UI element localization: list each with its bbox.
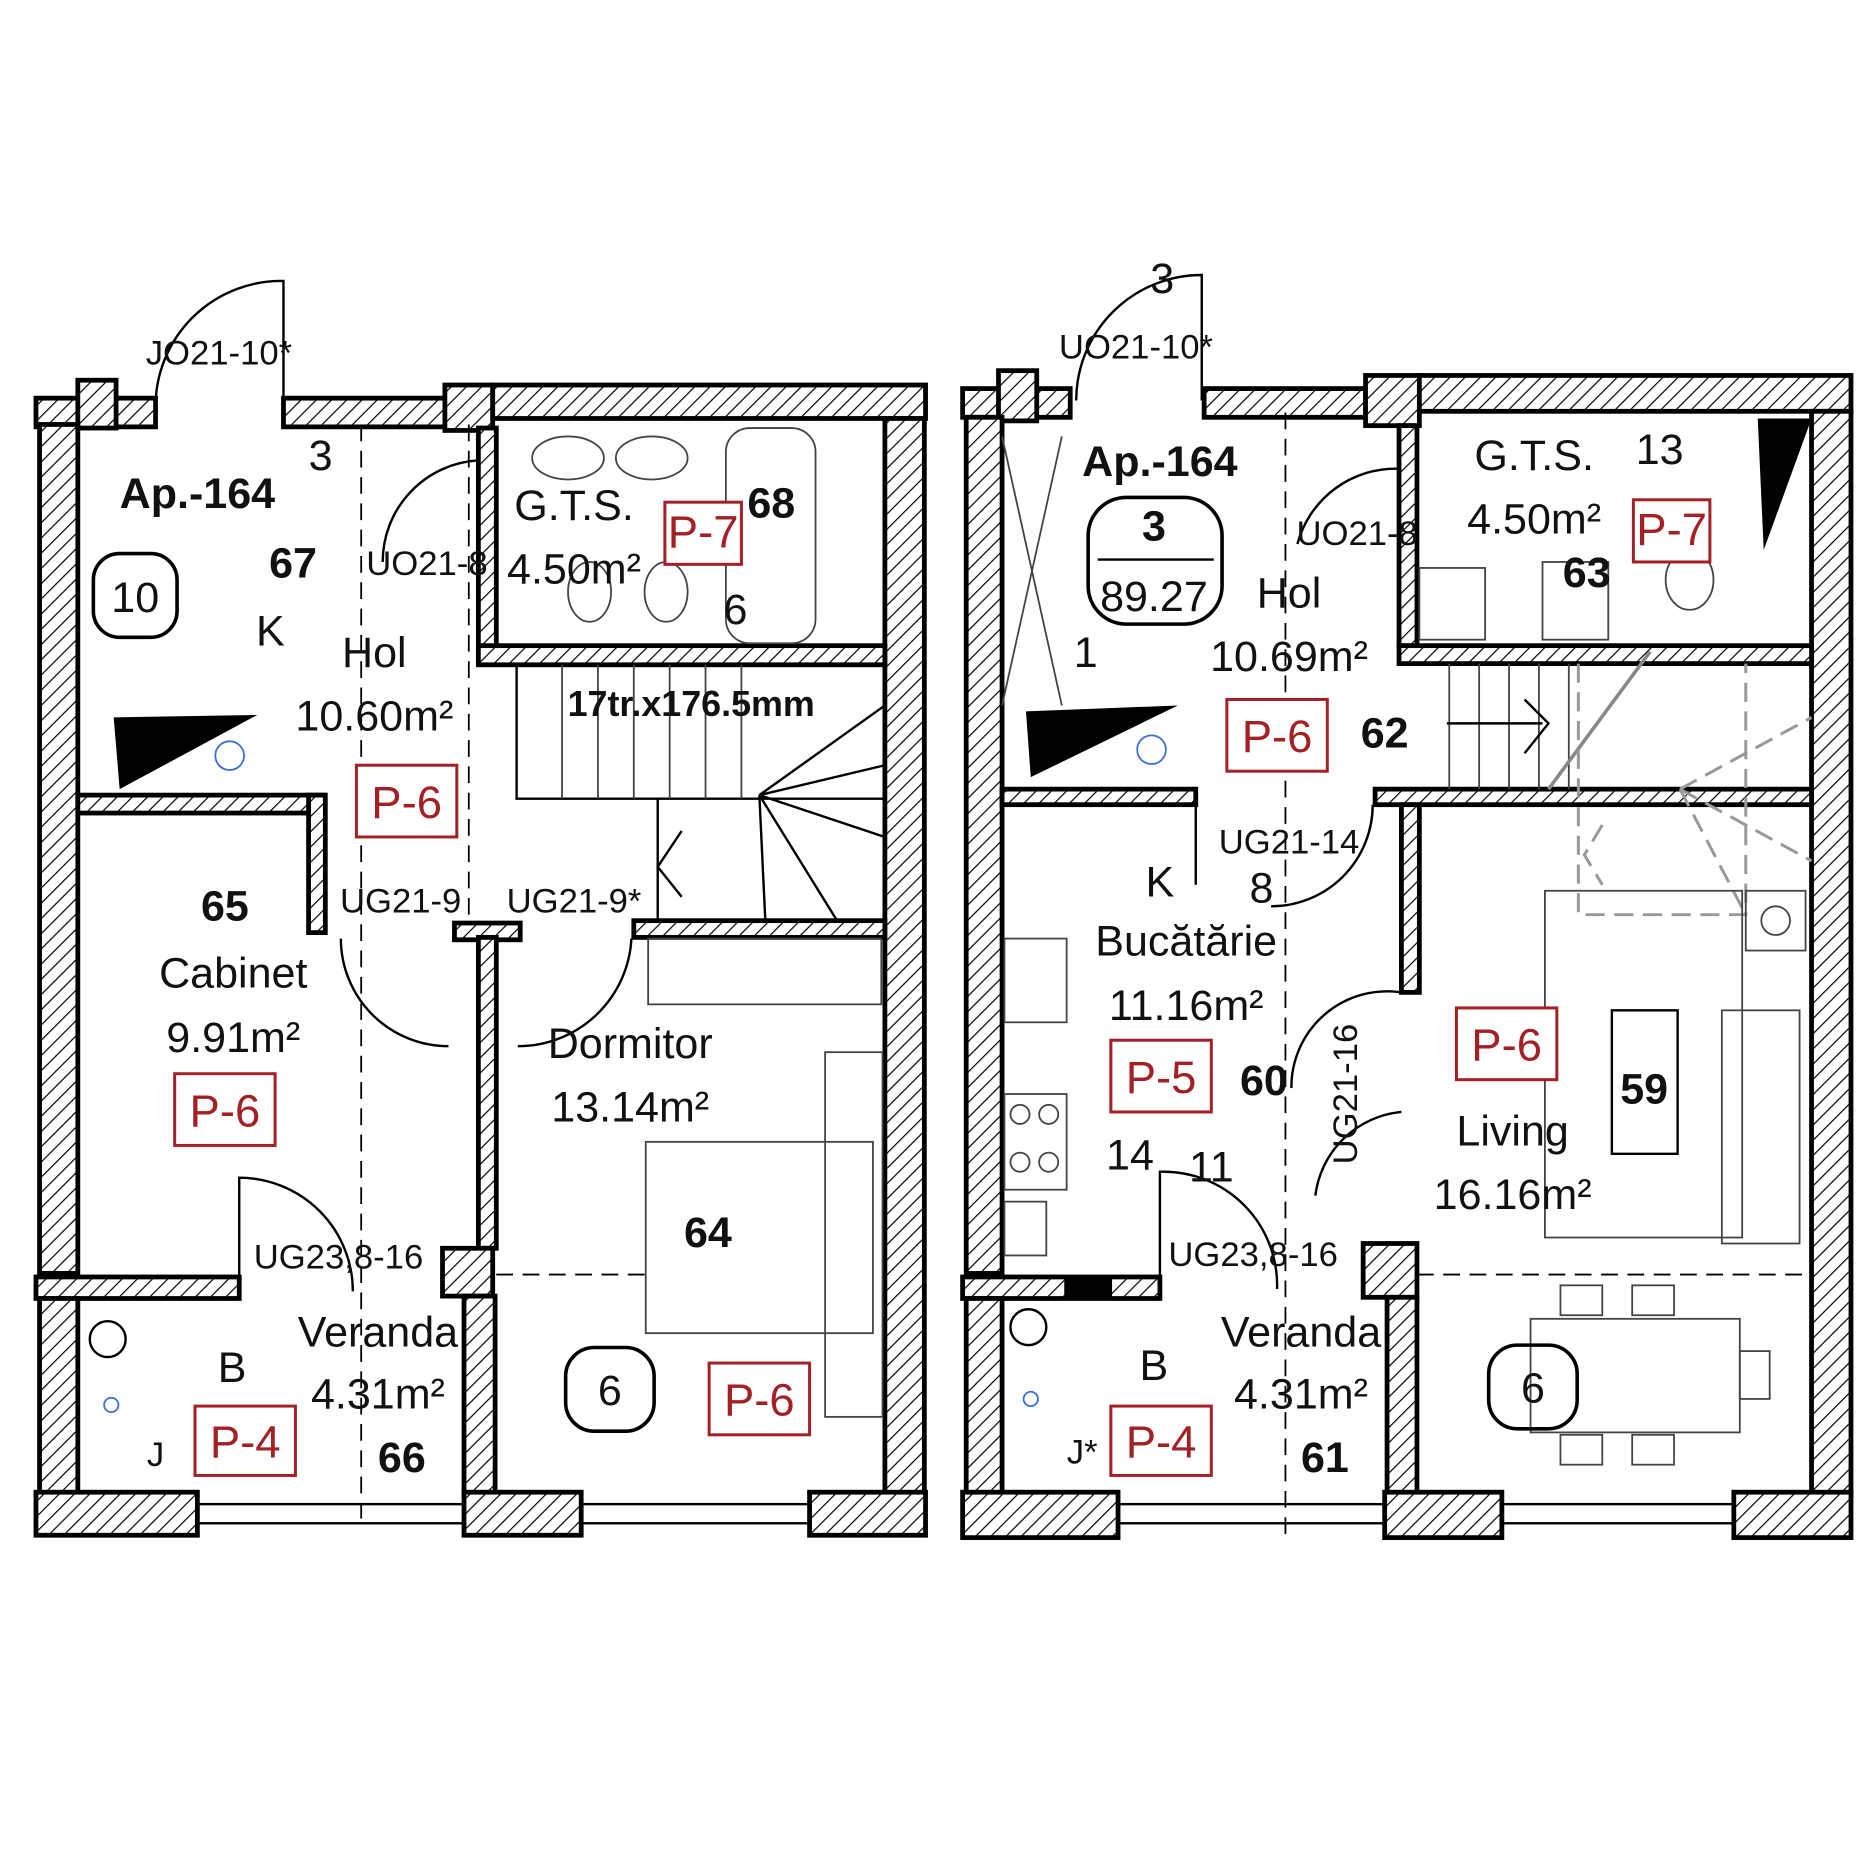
hol-area: 10.69m²: [1210, 633, 1368, 681]
bath-area: 4.50m²: [507, 545, 641, 593]
ref-11: 11: [1189, 1143, 1234, 1191]
bath-name: G.T.S.: [514, 482, 634, 530]
b-marker: B: [218, 1344, 247, 1392]
bath-tag: P-7: [668, 507, 739, 558]
veranda-tag: P-4: [1126, 1417, 1197, 1468]
living-name: Living: [1456, 1107, 1568, 1155]
right-floor-plan: 3 UO21-10* Ap.-164 3 89.27 Hol 10.69m² U…: [960, 255, 1854, 1543]
hol-id: 62: [1361, 709, 1409, 757]
bath-id: 63: [1563, 549, 1611, 597]
bath-ref: 6: [723, 586, 747, 634]
living-door-label: UG21-16: [1327, 1024, 1365, 1165]
veranda-door-label: UG23,8-16: [254, 1239, 424, 1277]
bath-tag: P-7: [1636, 504, 1707, 555]
kitchen-area: 11.16m²: [1109, 982, 1264, 1030]
j-marker: J*: [1067, 1433, 1098, 1471]
ref-14: 14: [1106, 1131, 1154, 1179]
hol-tag-frame: [354, 763, 459, 839]
bath-area: 4.50m²: [1467, 495, 1601, 543]
door-b-label: UG21-9*: [507, 882, 642, 920]
kitchen-name: Bucătărie: [1095, 917, 1277, 965]
veranda-tag: P-4: [210, 1417, 281, 1468]
living-tag-frame: [1454, 1006, 1559, 1082]
kitchen-tag-frame: [1109, 1038, 1213, 1114]
entry-door-label: JO21-10*: [146, 335, 292, 373]
hol-id: 67: [269, 540, 317, 588]
stairs-label: 17tr.x176.5mm: [568, 684, 815, 724]
bath-id: 68: [747, 480, 795, 528]
kitchen-door-label: UG21-14: [1219, 824, 1360, 862]
apartment-label: Ap.-164: [1082, 438, 1238, 486]
hol-name: Hol: [1257, 569, 1322, 617]
veranda-badge: 6: [1521, 1365, 1545, 1413]
veranda-badge-frame: [1486, 1343, 1579, 1431]
bedroom-tag: P-6: [724, 1375, 795, 1426]
apartment-badge-frame: [1086, 495, 1224, 626]
j-marker: J: [147, 1436, 164, 1474]
cabinet-id: 65: [201, 883, 249, 931]
cabinet-area: 9.91m²: [166, 1014, 300, 1062]
hol-tag: P-6: [1242, 711, 1313, 762]
ref-8: 8: [1250, 865, 1274, 913]
entry-ref: 3: [1150, 255, 1174, 303]
veranda-tag-frame: [1109, 1404, 1213, 1477]
hol-tag-frame: [1225, 697, 1329, 773]
hol-name: Hol: [342, 629, 407, 677]
veranda-id: 66: [378, 1434, 426, 1482]
cabinet-tag-frame: [173, 1072, 277, 1147]
bath-door-label: UO21-8: [1296, 515, 1417, 553]
living-area: 16.16m²: [1434, 1171, 1592, 1219]
entry-ref: 3: [309, 432, 333, 480]
left-floor-plan: JO21-10* 3 Ap.-164 67 10 K Hol 10.60m² P…: [33, 279, 928, 1538]
veranda-area: 4.31m²: [1234, 1370, 1368, 1418]
walls: [33, 377, 928, 1538]
badge: 10: [111, 574, 159, 622]
veranda-tag-frame: [193, 1404, 297, 1477]
veranda-area: 4.31m²: [311, 1370, 445, 1418]
badge-top: 3: [1142, 502, 1166, 550]
cabinet-name: Cabinet: [159, 950, 307, 998]
veranda-door-label: UG23,8-16: [1168, 1236, 1338, 1274]
bedroom-name: Dormitor: [548, 1020, 713, 1068]
kitchen-id: 60: [1240, 1057, 1288, 1105]
veranda-name: Veranda: [298, 1308, 458, 1356]
badge-bottom: 89.27: [1100, 573, 1208, 621]
bedroom-tag-frame: [707, 1361, 812, 1437]
bedroom-area: 13.14m²: [551, 1084, 709, 1132]
bath-tag-frame: [663, 500, 743, 566]
ref-1: 1: [1074, 629, 1098, 677]
badge-frame: [91, 551, 179, 640]
living-tag: P-6: [1471, 1020, 1542, 1071]
bath-door-label: UO21-8: [366, 545, 487, 583]
entry-door-label: UO21-10*: [1059, 329, 1213, 367]
hol-area: 10.60m²: [295, 693, 453, 741]
bath-ref: 13: [1636, 426, 1684, 474]
bath-tag-frame: [1631, 498, 1712, 564]
door-a-label: UG21-9: [340, 882, 461, 920]
hol-tag: P-6: [371, 777, 442, 828]
veranda-badge-frame: [563, 1345, 656, 1434]
bath-name: G.T.S.: [1474, 432, 1594, 480]
cabinet-tag: P-6: [190, 1085, 261, 1136]
veranda-id: 61: [1301, 1434, 1349, 1482]
veranda-name: Veranda: [1221, 1308, 1381, 1356]
k-marker: K: [256, 608, 285, 656]
veranda-badge: 6: [598, 1367, 622, 1415]
fixtures: [1001, 273, 1813, 1543]
b-marker: B: [1140, 1342, 1169, 1390]
apartment-label: Ap.-164: [120, 470, 276, 518]
bedroom-id: 64: [684, 1209, 732, 1257]
living-id: 59: [1620, 1066, 1668, 1114]
kitchen-tag: P-5: [1126, 1052, 1197, 1103]
k-marker: K: [1146, 859, 1175, 907]
fixtures: [88, 279, 887, 1519]
